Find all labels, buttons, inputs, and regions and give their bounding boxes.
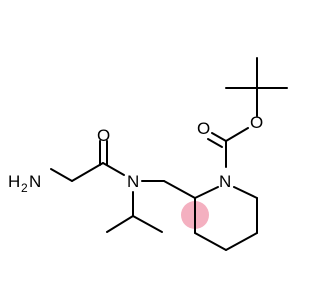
bond-ring-c2-n	[194, 186, 219, 199]
amine-h-label: H	[8, 172, 20, 191]
carbonyl-oxygen-label: O	[197, 119, 210, 138]
bond-c2-ch2	[163, 180, 196, 199]
bond-isopropyl-methyl-left	[106, 215, 134, 233]
amine-h-count-label: 2	[21, 181, 28, 195]
bond-isopropyl-methyl-right	[132, 215, 163, 233]
bond-carbonyl-double-2	[207, 138, 223, 148]
amine-n-label: N	[29, 172, 41, 191]
bond-carbonyl-c-alpha-ch2	[71, 162, 104, 182]
bond-ring-c4-c3	[194, 232, 227, 251]
ring-nitrogen-label: N	[219, 172, 231, 191]
molecule-structure: H 2 N O N N O O	[8, 57, 288, 251]
amide-oxygen-label: O	[97, 126, 110, 145]
bond-alpha-ch2-nh2	[50, 168, 73, 182]
bond-ring-c5-c4	[225, 232, 258, 251]
structure-canvas: H 2 N O N N O O	[8, 57, 288, 251]
ester-oxygen-label: O	[250, 113, 263, 132]
amide-nitrogen-label: N	[127, 172, 139, 191]
bond-ester-o-carbonyl-c	[225, 127, 249, 142]
bond-ring-n-c6	[233, 186, 258, 199]
bond-carbonyl-double-1	[211, 132, 227, 142]
